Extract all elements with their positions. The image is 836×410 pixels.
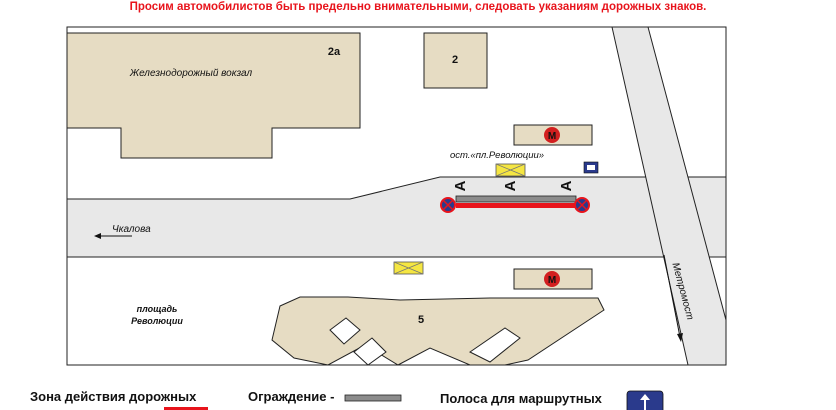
station-name-label: Железнодорожный вокзал	[129, 68, 253, 79]
street-chkalova-label: Чкалова	[112, 224, 151, 235]
bus-stop-sign-icon	[583, 161, 599, 174]
lane-letter-1: А	[452, 180, 469, 191]
building-5-label: 5	[418, 314, 424, 326]
building-5-courtyard-2	[353, 337, 387, 366]
bus-stop-name-label: ост.«пл.Революции»	[450, 150, 544, 161]
no-stopping-sign-icon	[440, 197, 456, 213]
square-label-line2: Революции	[131, 316, 183, 326]
lane-letter-3: А	[558, 180, 575, 191]
building-5-courtyard-3	[469, 327, 521, 363]
sign-action-zone-line	[456, 203, 576, 208]
building-5-courtyard-1	[329, 317, 361, 345]
safety-notice: Просим автомобилистов быть предельно вни…	[129, 1, 707, 13]
building-5	[271, 296, 605, 366]
fence-bar	[455, 195, 577, 203]
svg-text:М: М	[548, 275, 556, 286]
legend-zone-label: Зона действия дорожных	[30, 389, 197, 404]
bus-lane-sign-icon	[626, 390, 664, 410]
bus-stop-sign-south	[393, 261, 424, 275]
metromost-road	[611, 26, 727, 366]
railway-station-building	[66, 32, 361, 159]
legend-fence-sample	[344, 394, 402, 402]
legend-zone-sample	[164, 407, 208, 410]
station-number-label: 2а	[328, 46, 341, 58]
legend-fence-label: Ограждение -	[248, 389, 335, 404]
direction-arrow-south	[663, 254, 683, 342]
metro-icon: М	[544, 271, 560, 287]
bus-stop-sign-north	[495, 163, 526, 177]
lane-letter-2: А	[502, 180, 519, 191]
svg-text:М: М	[548, 131, 556, 142]
no-stopping-sign-icon	[574, 197, 590, 213]
legend-bus-lane-label: Полоса для маршрутных	[440, 391, 602, 406]
square-label-line1: площадь	[137, 304, 178, 314]
direction-arrow-west	[94, 233, 132, 239]
building-2-label: 2	[452, 54, 458, 66]
building-2	[423, 32, 488, 89]
metro-icon: М	[544, 127, 560, 143]
